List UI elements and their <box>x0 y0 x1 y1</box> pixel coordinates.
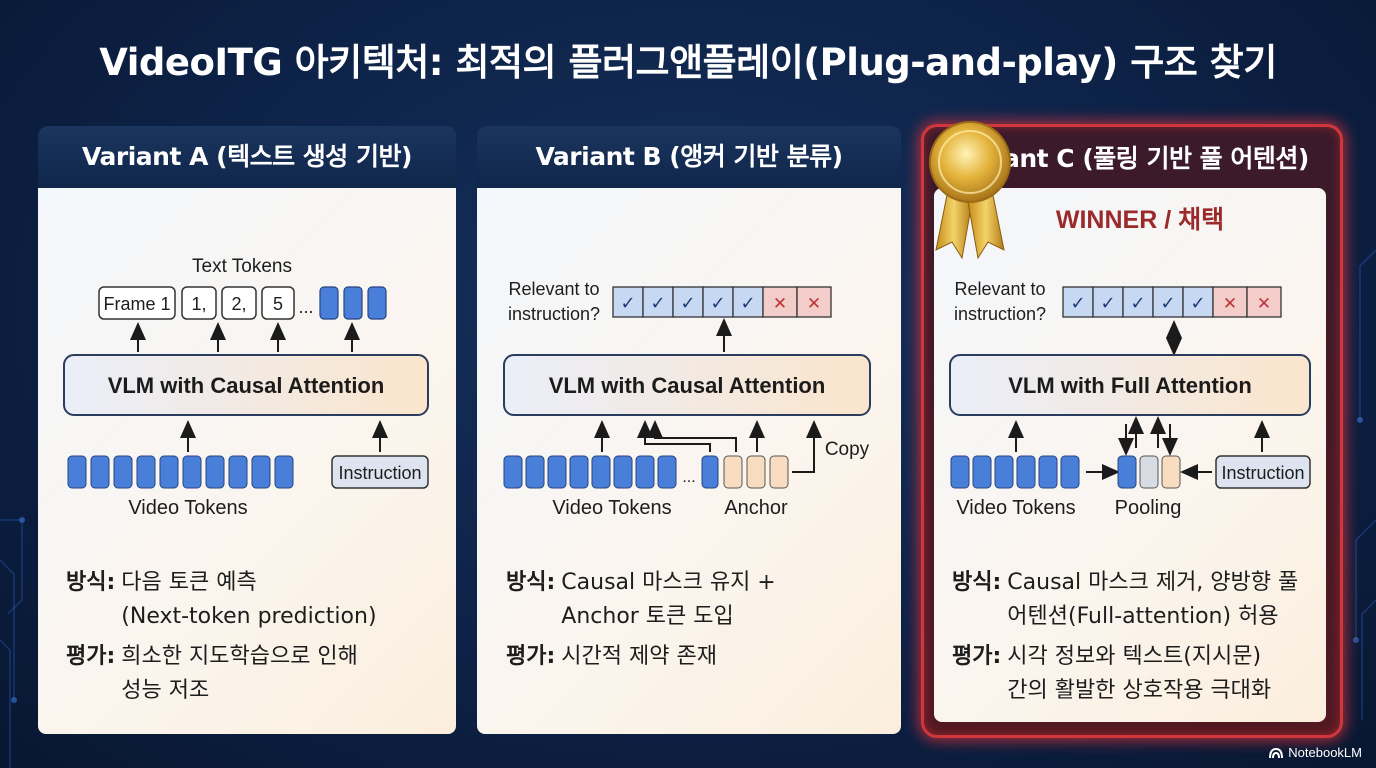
eval-row-b: 평가: 시간적 제약 존재 <box>506 640 886 674</box>
notebooklm-logo-icon <box>1269 747 1284 758</box>
check-mark: ✓ <box>740 293 755 313</box>
method-text-c: Causal 마스크 제거, 양방향 풀 어텐션(Full-attention)… <box>1007 570 1299 629</box>
instruction-token-a <box>331 455 429 489</box>
instruction-label-c: Instruction <box>1221 463 1304 483</box>
video-tokens-label-b: Video Tokens <box>552 497 671 519</box>
eval-row-c: 평가: 시각 정보와 텍스트(지시문) 간의 활발한 상호작용 극대화 <box>952 640 1322 708</box>
frame-token <box>98 286 176 320</box>
check-mark: ✓ <box>620 293 635 313</box>
cross-mark: ✕ <box>1257 294 1271 313</box>
winner-label: WINNER / 채택 <box>1056 206 1224 234</box>
variant-c-diagram: WINNER / 채택 Relevant to instruction? ✓ ✓… <box>949 206 1311 519</box>
method-text-a: 다음 토큰 예측 (Next-token prediction) <box>121 570 377 629</box>
check-mark: ✓ <box>1100 293 1115 313</box>
method-text-b: Causal 마스크 유지 + Anchor 토큰 도입 <box>561 570 776 629</box>
eval-label-a: 평가: <box>66 644 116 669</box>
text-tokens-label: Text Tokens <box>192 256 292 277</box>
output-token <box>343 286 363 320</box>
check-mark: ✓ <box>1130 293 1145 313</box>
variant-a-diagram: Text Tokens Frame 1 1, 2, 5 ... VLM with… <box>63 256 429 519</box>
method-row-a: 방식: 다음 토큰 예측 (Next-token prediction) <box>66 566 446 634</box>
variant-a-notes: 방식: 다음 토큰 예측 (Next-token prediction) 평가:… <box>66 566 446 714</box>
method-row-b: 방식: Causal 마스크 유지 + Anchor 토큰 도입 <box>506 566 886 634</box>
number-token-3-label: 5 <box>273 294 283 314</box>
variant-c-notes: 방식: Causal 마스크 제거, 양방향 풀 어텐션(Full-attent… <box>952 566 1322 714</box>
check-mark: ✓ <box>680 293 695 313</box>
variant-b-notes: 방식: Causal 마스크 유지 + Anchor 토큰 도입 평가: 시간적… <box>506 566 886 680</box>
video-tokens-c <box>950 455 1080 489</box>
check-mark: ✓ <box>1160 293 1175 313</box>
vlm-causal-label: VLM with Causal Attention <box>108 373 385 398</box>
variant-b-header: Variant B (앵커 기반 분류) <box>477 126 901 188</box>
relevant-line2-c: instruction? <box>954 304 1046 324</box>
video-tokens-label-c: Video Tokens <box>956 497 1075 519</box>
eval-text-b: 시간적 제약 존재 <box>561 644 717 669</box>
relevance-cells-b: ✓ ✓ ✓ ✓ ✓ ✕ ✕ <box>612 286 832 318</box>
eval-row-a: 평가: 희소한 지도학습으로 인해 성능 저조 <box>66 640 446 708</box>
video-tokens-b: ... <box>503 455 719 489</box>
cross-mark: ✕ <box>773 294 787 313</box>
eval-text-c: 시각 정보와 텍스트(지시문) 간의 활발한 상호작용 극대화 <box>1007 644 1272 703</box>
eval-label-c: 평가: <box>952 644 1002 669</box>
frame-token-label: Frame 1 <box>103 294 170 314</box>
instruction-label-a: Instruction <box>338 463 421 483</box>
pooling-tokens <box>1117 455 1181 489</box>
number-token-2-label: 2, <box>231 294 246 314</box>
vlm-causal-box <box>63 354 429 416</box>
relevant-line2-b: instruction? <box>508 304 600 324</box>
method-row-c: 방식: Causal 마스크 제거, 양방향 풀 어텐션(Full-attent… <box>952 566 1322 634</box>
ellipsis-b: ... <box>682 469 695 486</box>
anchor-label: Anchor <box>724 497 788 519</box>
check-mark: ✓ <box>650 293 665 313</box>
award-seal-icon <box>929 121 1011 260</box>
ellipsis: ... <box>298 297 313 317</box>
brand-label: NotebookLM <box>1288 745 1362 760</box>
number-token-1-label: 1, <box>191 294 206 314</box>
variant-b-diagram: Relevant to instruction? ✓ ✓ ✓ ✓ ✓ ✕ ✕ V… <box>503 279 871 519</box>
anchor-tokens <box>723 455 789 489</box>
check-mark: ✓ <box>1190 293 1205 313</box>
pooling-label: Pooling <box>1115 497 1182 519</box>
number-token-2 <box>221 286 257 320</box>
relevant-line1-c: Relevant to <box>954 279 1045 299</box>
vlm-full-label: VLM with Full Attention <box>1008 373 1252 398</box>
output-token <box>319 286 339 320</box>
vlm-causal-box-b <box>503 354 871 416</box>
instruction-token-c <box>1215 455 1311 489</box>
video-tokens-label-a: Video Tokens <box>128 497 247 519</box>
relevance-cells-c: ✓ ✓ ✓ ✓ ✓ ✕ ✕ <box>1062 286 1282 318</box>
eval-label-b: 평가: <box>506 644 556 669</box>
cross-mark: ✕ <box>1223 294 1237 313</box>
method-label-b: 방식: <box>506 570 556 595</box>
relevant-line1-b: Relevant to <box>508 279 599 299</box>
vlm-causal-label-b: VLM with Causal Attention <box>549 373 826 398</box>
page-title: VideoITG 아키텍처: 최적의 플러그앤플레이(Plug-and-play… <box>99 41 1277 84</box>
variant-a-header: Variant A (텍스트 생성 기반) <box>38 126 456 188</box>
copy-label: Copy <box>825 439 870 460</box>
check-mark: ✓ <box>1070 293 1085 313</box>
video-tokens-a <box>67 455 294 489</box>
output-token <box>367 286 387 320</box>
brand-watermark: NotebookLM <box>1269 745 1362 760</box>
number-token-3 <box>261 286 295 320</box>
method-label-a: 방식: <box>66 570 116 595</box>
method-label-c: 방식: <box>952 570 1002 595</box>
eval-text-a: 희소한 지도학습으로 인해 성능 저조 <box>121 644 358 703</box>
number-token-1 <box>181 286 217 320</box>
vlm-full-box <box>949 354 1311 416</box>
cross-mark: ✕ <box>807 294 821 313</box>
check-mark: ✓ <box>710 293 725 313</box>
